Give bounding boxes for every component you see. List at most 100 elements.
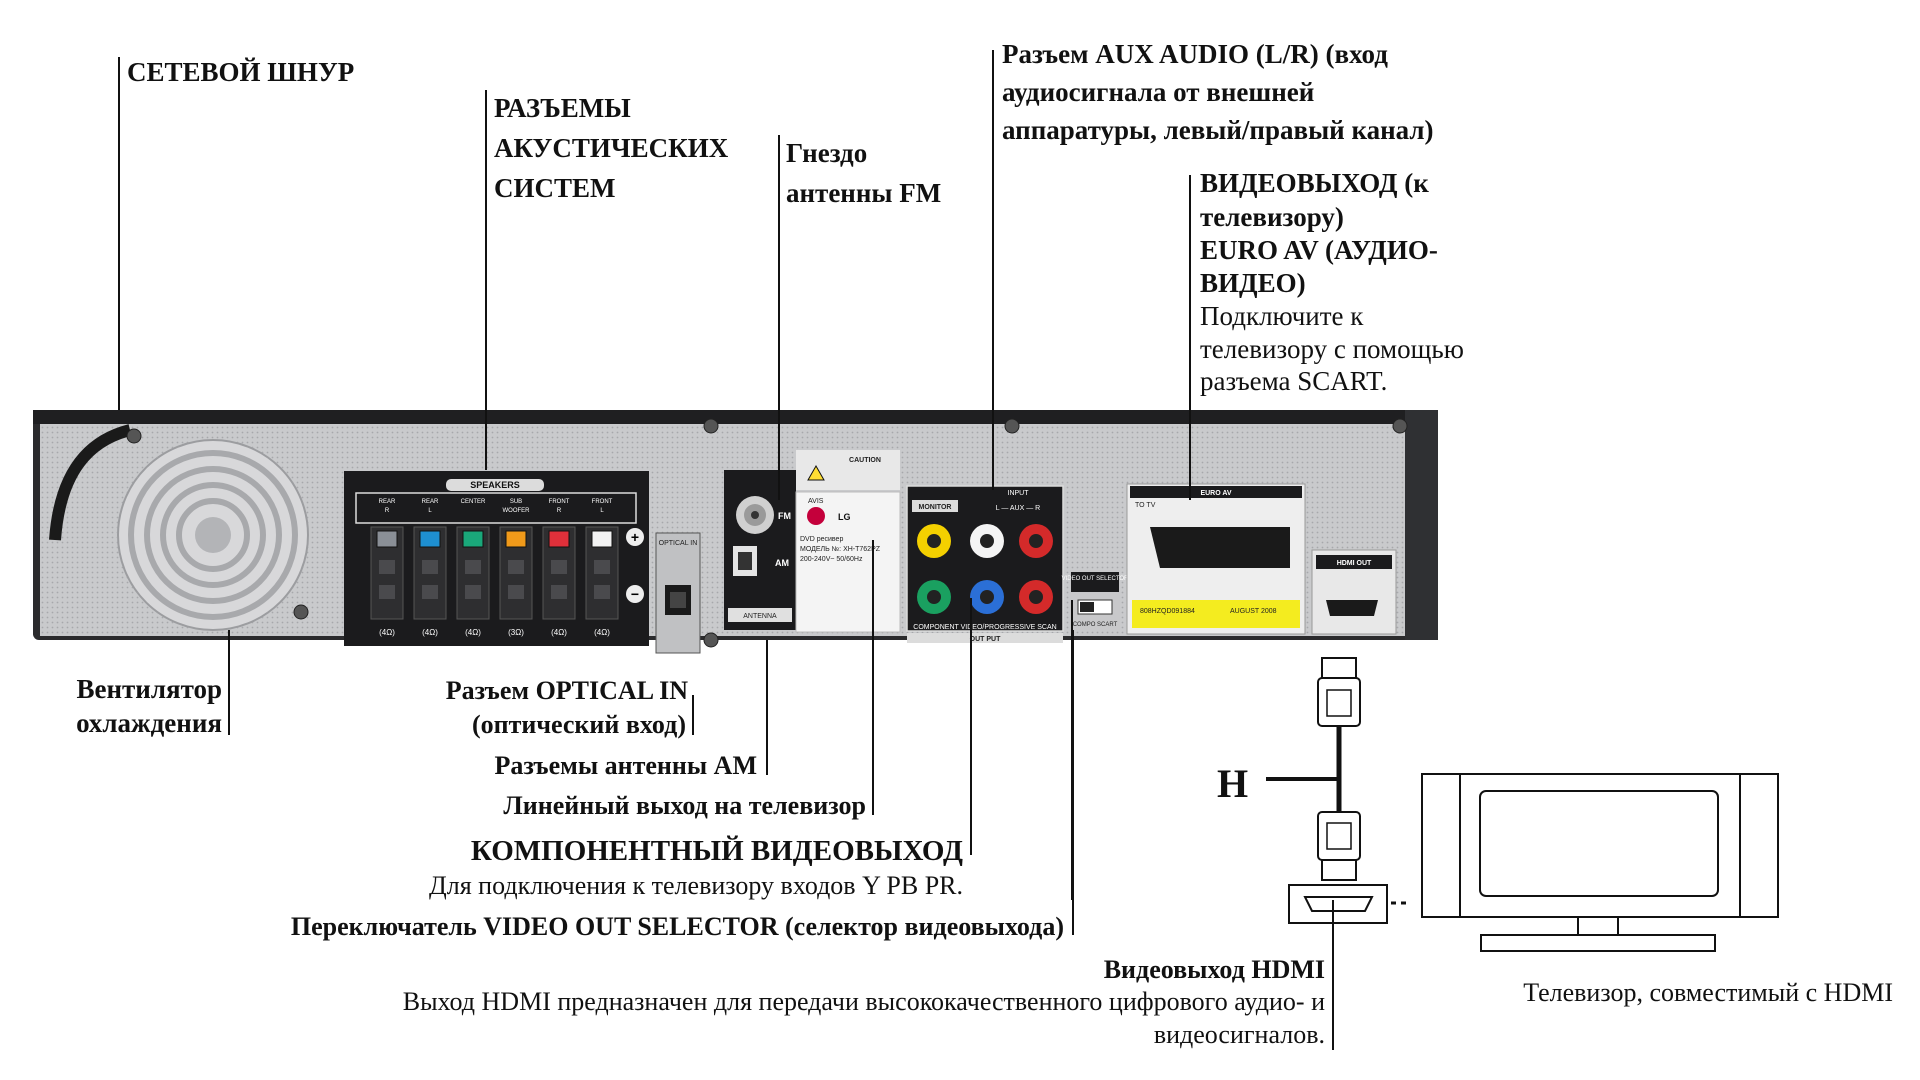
av-connector-block: MONITOR INPUT L — AUX — R COMPONENT VIDE… bbox=[906, 485, 1064, 643]
speaker-slot bbox=[594, 585, 610, 599]
speaker-channel-side: R bbox=[385, 508, 390, 514]
hdmi-cable bbox=[1266, 657, 1410, 924]
fm-antenna-label: Гнездо антенны FM bbox=[786, 138, 941, 208]
speaker-impedance: (4Ω) bbox=[551, 628, 567, 637]
optical-in-port[interactable]: OPTICAL IN bbox=[655, 532, 701, 654]
video-out-selector-switch[interactable]: VIDEO OUT SELECTOR COMPO SCART bbox=[1062, 570, 1129, 630]
aux-lr-label: L — AUX — R bbox=[996, 505, 1040, 512]
speaker-connectors-label: РАЗЪЕМЫ АКУСТИЧЕСКИХ СИСТЕМ bbox=[494, 93, 729, 203]
euro-av-desc-2: телевизору с помощью bbox=[1200, 334, 1464, 364]
component-video-desc: Для подключения к телевизору входов Y PB… bbox=[429, 871, 963, 900]
input-label: INPUT bbox=[1008, 490, 1030, 497]
speaker-slot bbox=[465, 560, 481, 574]
speaker-channel-side: WOOFER bbox=[503, 508, 531, 514]
speaker-impedance: (4Ω) bbox=[422, 628, 438, 637]
hdmi-out-label: HDMI OUT bbox=[1337, 560, 1372, 567]
speaker-slot bbox=[379, 585, 395, 599]
speakers-header: SPEAKERS bbox=[470, 480, 520, 490]
component-video-title: КОМПОНЕНТНЫЙ ВИДЕОВЫХОД bbox=[471, 834, 963, 867]
serial-number: 808HZQD091884 bbox=[1140, 608, 1195, 615]
fan-label-line-2: охлаждения bbox=[76, 708, 222, 738]
svg-text:−: − bbox=[631, 586, 639, 602]
model-label-sticker: CAUTION AVIS LG DVD ресивер МОДЕЛЬ №: XH… bbox=[795, 450, 901, 633]
speaker-channel-side: L bbox=[600, 508, 604, 514]
speaker-slot bbox=[508, 585, 524, 599]
fm-label: FM bbox=[778, 511, 791, 521]
aux-label-line-2: аудиосигнала от внешней bbox=[1002, 77, 1314, 107]
selector-options: COMPO SCART bbox=[1073, 622, 1118, 628]
speaker-channel-name: CENTER bbox=[461, 499, 486, 505]
video-out-line-1: ВИДЕОВЫХОД (к bbox=[1200, 168, 1429, 198]
video-selector-label: VIDEO OUT SELECTOR bbox=[1062, 576, 1129, 582]
tv-label: Телевизор, совместимый с HDMI bbox=[1523, 978, 1893, 1007]
plus-minus-icons: + − bbox=[626, 528, 644, 603]
speaker-label-line-2: АКУСТИЧЕСКИХ bbox=[494, 133, 729, 163]
cooling-fan-label: Вентилятор охлаждения bbox=[76, 674, 222, 738]
aux-label-line-3: аппаратуры, левый/правый канал) bbox=[1002, 115, 1434, 145]
speaker-terminal-2[interactable]: REAR L (4Ω) bbox=[413, 499, 447, 637]
rca-jacks bbox=[917, 524, 1053, 614]
am-label: AM bbox=[775, 558, 789, 568]
speaker-color-clip bbox=[419, 530, 441, 548]
speaker-color-clip bbox=[462, 530, 484, 548]
speaker-slot bbox=[551, 585, 567, 599]
model-number: МОДЕЛЬ №: XH-T762PZ bbox=[800, 546, 881, 553]
speaker-color-clip bbox=[548, 530, 570, 548]
manufacture-date: AUGUST 2008 bbox=[1230, 608, 1277, 615]
am-antenna-label: Разъемы антенны AM bbox=[495, 751, 757, 780]
euro-av-scart-port[interactable]: EURO AV TO TV 808HZQD091884 AUGUST 2008 bbox=[1126, 483, 1306, 635]
avis-label: AVIS bbox=[808, 498, 824, 505]
speaker-impedance: (4Ω) bbox=[465, 628, 481, 637]
speaker-slot bbox=[422, 560, 438, 574]
monitor-label: MONITOR bbox=[919, 504, 952, 511]
speaker-channel-side: L bbox=[428, 508, 432, 514]
optical-in-label: Разъем OPTICAL IN (оптический вход) bbox=[446, 676, 688, 739]
speaker-slot bbox=[465, 585, 481, 599]
hdmi-desc-line-1: Выход HDMI предназначен для передачи выс… bbox=[403, 987, 1325, 1016]
euro-av-line-1: EURO AV (АУДИО- bbox=[1200, 235, 1438, 265]
speaker-channel-side: R bbox=[557, 508, 562, 514]
speaker-impedance: (4Ω) bbox=[594, 628, 610, 637]
caution-label: CAUTION bbox=[849, 457, 881, 464]
leader-lines bbox=[118, 50, 1334, 1050]
aux-audio-label: Разъем AUX AUDIO (L/R) (вход аудиосигнал… bbox=[1002, 39, 1434, 145]
speaker-channel-name: FRONT bbox=[549, 499, 570, 505]
hdmi-desc-line-2: видеосигналов. bbox=[1154, 1020, 1325, 1049]
model-text: DVD ресивер bbox=[800, 536, 843, 543]
antenna-label: ANTENNA bbox=[743, 613, 777, 620]
speaker-channel-name: FRONT bbox=[592, 499, 613, 505]
speaker-terminal-6[interactable]: FRONT L (4Ω) bbox=[585, 499, 619, 637]
euro-av-desc-1: Подключите к bbox=[1200, 301, 1364, 331]
power-cord-label: СЕТЕВОЙ ШНУР bbox=[127, 57, 354, 87]
cable-letter: H bbox=[1217, 761, 1248, 806]
speaker-slot bbox=[379, 560, 395, 574]
tv-icon bbox=[1421, 773, 1779, 952]
euro-av-line-2: ВИДЕО) bbox=[1200, 268, 1306, 298]
output-label: OUT PUT bbox=[970, 636, 1001, 643]
speaker-color-clip bbox=[591, 530, 613, 548]
hdmi-title: Видеовыход HDMI bbox=[1104, 955, 1325, 984]
speaker-slot bbox=[551, 560, 567, 574]
lg-logo: LG bbox=[838, 512, 851, 522]
speaker-channel-name: REAR bbox=[422, 499, 439, 505]
aux-label-line-1: Разъем AUX AUDIO (L/R) (вход bbox=[1002, 39, 1388, 69]
speaker-slot bbox=[508, 560, 524, 574]
speaker-slot bbox=[594, 560, 610, 574]
speaker-channel-name: SUB bbox=[510, 499, 522, 505]
to-tv-label: TO TV bbox=[1135, 502, 1156, 509]
speaker-terminal-5[interactable]: FRONT R (4Ω) bbox=[542, 499, 576, 637]
video-selector-label: Переключатель VIDEO OUT SELECTOR (селект… bbox=[291, 912, 1064, 941]
speaker-slot bbox=[422, 585, 438, 599]
speaker-terminal-3[interactable]: CENTER (4Ω) bbox=[456, 499, 490, 637]
speaker-color-clip bbox=[376, 530, 398, 548]
optical-label-line-1: Разъем OPTICAL IN bbox=[446, 676, 688, 705]
euro-av-label: EURO AV bbox=[1200, 490, 1231, 497]
video-out-line-2: телевизору) bbox=[1200, 202, 1344, 232]
euro-av-desc-3: разъема SCART. bbox=[1200, 366, 1387, 396]
cooling-fan-icon bbox=[117, 439, 309, 631]
hdmi-out-port[interactable]: HDMI OUT bbox=[1311, 549, 1397, 635]
line-out-tv-label: Линейный выход на телевизор bbox=[503, 791, 866, 820]
